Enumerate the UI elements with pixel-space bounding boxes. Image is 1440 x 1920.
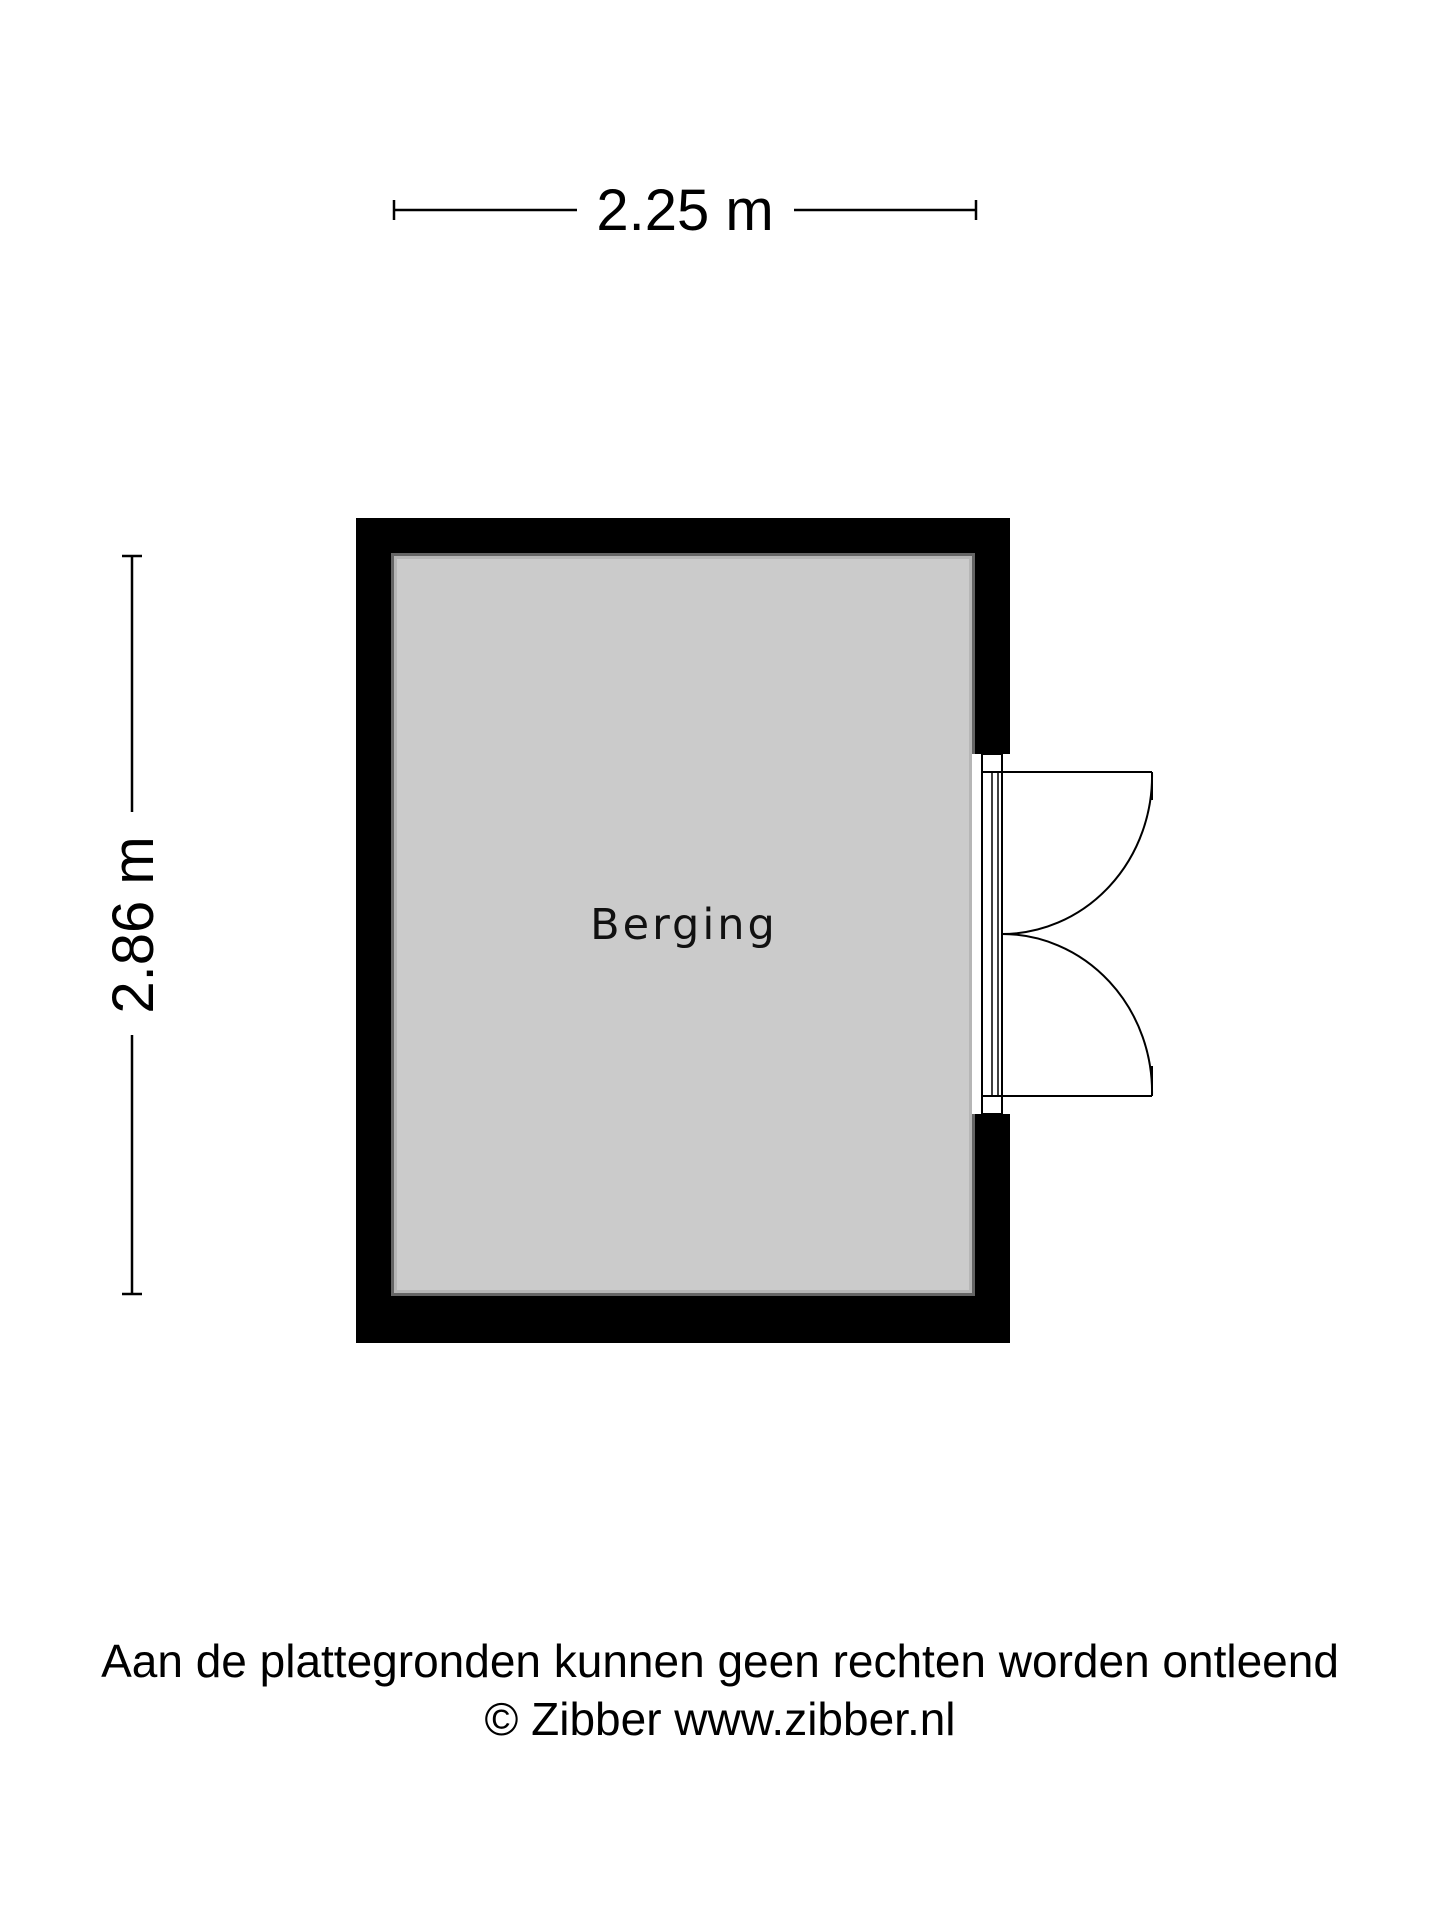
depth-dimension: 2.86 m (101, 554, 166, 1296)
double-door (972, 753, 1154, 1115)
width-dimension-label: 2.25 m (596, 178, 773, 243)
room-label-berging: Berging (590, 900, 778, 950)
copyright-text: © Zibber www.zibber.nl (484, 1693, 956, 1745)
disclaimer-text: Aan de plattegronden kunnen geen rechten… (101, 1635, 1339, 1687)
width-dimension: 2.25 m (392, 178, 978, 243)
depth-dimension-label: 2.86 m (101, 836, 166, 1013)
room-floor-berging (391, 553, 975, 1296)
